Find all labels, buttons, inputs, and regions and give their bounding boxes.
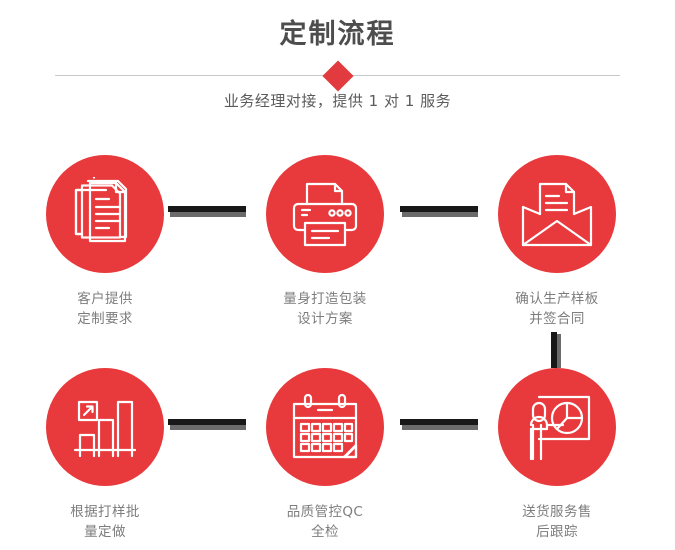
process-step-6: 送货服务售 后跟踪 bbox=[472, 368, 642, 542]
step-3-label: 确认生产样板 并签合同 bbox=[515, 291, 599, 327]
step-3-icon-circle bbox=[498, 155, 616, 273]
calendar-icon bbox=[292, 393, 358, 459]
page-title: 定制流程 bbox=[279, 19, 396, 50]
process-step-4: 根据打样批 量定做 bbox=[20, 368, 190, 542]
connector-step1-step2 bbox=[168, 206, 246, 217]
step-4-label: 根据打样批 量定做 bbox=[70, 504, 140, 540]
step-2-icon-circle bbox=[266, 155, 384, 273]
process-step-3: 确认生产样板 并签合同 bbox=[472, 155, 642, 329]
step-6-label: 送货服务售 后跟踪 bbox=[522, 504, 592, 540]
printer-icon bbox=[292, 182, 358, 247]
process-step-1: 客户提供 定制要求 bbox=[20, 155, 190, 329]
connector-step4-step5 bbox=[168, 419, 246, 430]
envelope-letter-icon bbox=[521, 182, 593, 247]
title-divider bbox=[55, 60, 620, 92]
step-6-icon-circle bbox=[498, 368, 616, 486]
connector-step3-step6 bbox=[551, 332, 561, 368]
step-5-icon-circle bbox=[266, 368, 384, 486]
step-1-label: 客户提供 定制要求 bbox=[77, 291, 133, 327]
connector-step5-step6 bbox=[400, 419, 478, 430]
process-step-2: 量身打造包装 设计方案 bbox=[240, 155, 410, 329]
step-1-icon-circle bbox=[46, 155, 164, 273]
step-2-label: 量身打造包装 设计方案 bbox=[283, 291, 367, 327]
page-subtitle: 业务经理对接，提供 1 对 1 服务 bbox=[223, 92, 452, 110]
bar-chart-growth-icon bbox=[73, 400, 137, 458]
diamond-marker-icon bbox=[321, 60, 354, 92]
documents-stack-icon bbox=[74, 177, 128, 243]
step-4-icon-circle bbox=[46, 368, 164, 486]
presenter-pie-chart-icon bbox=[529, 395, 591, 461]
connector-step2-step3 bbox=[400, 206, 478, 217]
step-5-label: 品质管控QC 全检 bbox=[286, 504, 364, 540]
process-step-5: 品质管控QC 全检 bbox=[240, 368, 410, 542]
